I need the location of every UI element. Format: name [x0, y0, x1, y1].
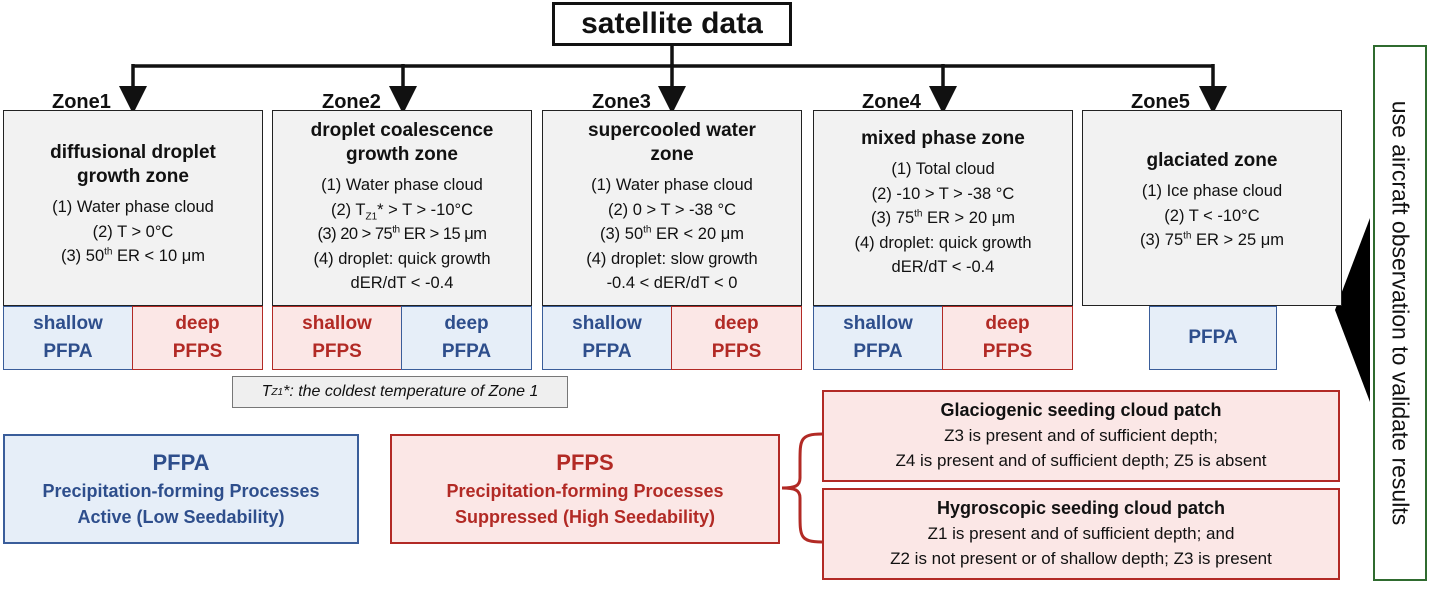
glaciogenic-patch-box: Glaciogenic seeding cloud patch Z3 is pr…	[822, 390, 1340, 482]
tag-line: shallow	[572, 313, 642, 334]
tag-line: PFPA	[1188, 327, 1238, 348]
zone3-criterion: -0.4 < dER/dT < 0	[606, 274, 738, 292]
zone1-title-line: growth zone	[77, 166, 189, 187]
satellite-data-label: satellite data	[581, 7, 763, 40]
zone5-criterion: (3) 75th ER > 25 μm	[1140, 230, 1284, 249]
aircraft-validation-box: use aircraft observation to validate res…	[1373, 45, 1427, 581]
left-arrow-icon	[1335, 218, 1370, 402]
pfps-legend: PFPS Precipitation-forming Processes Sup…	[390, 434, 780, 544]
zone2-box: droplet coalescence growth zone (1) Wate…	[272, 110, 532, 306]
zone3-title-line: supercooled water	[588, 120, 756, 141]
pfps-line: Precipitation-forming Processes	[446, 481, 724, 501]
zone2-criterion: (1) Water phase cloud	[321, 176, 483, 194]
zone5-title: glaciated zone	[1089, 149, 1335, 173]
tag-line: shallow	[302, 313, 372, 334]
zone3-box: supercooled water zone (1) Water phase c…	[542, 110, 802, 306]
tag-line: PFPS	[982, 341, 1033, 362]
pfpa-legend: PFPA Precipitation-forming Processes Act…	[3, 434, 359, 544]
zone2-label: Zone2	[322, 91, 381, 113]
zone5-tag: PFPA	[1149, 306, 1277, 370]
pfpa-line: Precipitation-forming Processes	[42, 481, 320, 501]
zone4-criterion: (1) Total cloud	[891, 160, 995, 178]
zone1-tag-deep: deep PFPS	[132, 306, 263, 370]
tag-line: deep	[175, 313, 220, 334]
zone4-criterion: (3) 75th ER > 20 μm	[871, 208, 1015, 227]
zone1-label: Zone1	[52, 91, 111, 113]
tag-line: deep	[714, 313, 759, 334]
tag-line: shallow	[843, 313, 913, 334]
tag-line: deep	[444, 313, 489, 334]
tag-line: deep	[985, 313, 1030, 334]
zone1-criterion: (2) T > 0°C	[92, 222, 174, 241]
zone4-criterion: (2) -10 > T > -38 °C	[871, 184, 1015, 203]
zone4-tag-deep: deep PFPS	[942, 306, 1073, 370]
zone4-criterion: (4) droplet: quick growth	[854, 233, 1032, 252]
hygroscopic-patch-box: Hygroscopic seeding cloud patch Z1 is pr…	[822, 488, 1340, 580]
patch-line: Z2 is not present or of shallow depth; Z…	[890, 549, 1272, 568]
zone2-title-line: droplet coalescence	[310, 120, 494, 141]
patch-line: Z4 is present and of sufficient depth; Z…	[895, 451, 1267, 470]
patch-line: Z3 is present and of sufficient depth;	[944, 426, 1218, 445]
aircraft-validation-label: use aircraft observation to validate res…	[1387, 100, 1414, 526]
zone1-tag-shallow: shallow PFPA	[3, 306, 133, 370]
zone3-title: supercooled water zone	[549, 119, 795, 167]
zone2-tag-shallow: shallow PFPS	[272, 306, 402, 370]
note-text: *: the coldest temperature of Zone 1	[283, 383, 539, 400]
zone3-criterion: (2) 0 > T > -38 °C	[608, 200, 736, 219]
zone4-tag-shallow: shallow PFPA	[813, 306, 943, 370]
pfps-line: Suppressed (High Seedability)	[454, 507, 716, 527]
zone3-title-line: zone	[650, 144, 694, 165]
zone2-title: droplet coalescence growth zone	[279, 119, 525, 167]
pfps-title: PFPS	[556, 450, 614, 475]
zone2-criterion: (4) droplet: quick growth	[313, 249, 491, 268]
zone5-box: glaciated zone (1) Ice phase cloud (2) T…	[1082, 110, 1342, 306]
zone2-criterion: dER/dT < -0.4	[350, 274, 454, 292]
zone1-title: diffusional droplet growth zone	[10, 141, 256, 189]
satellite-data-box: satellite data	[552, 2, 792, 46]
zone3-label: Zone3	[592, 91, 651, 113]
note-symbol: T	[261, 383, 272, 400]
tag-line: PFPA	[441, 341, 492, 362]
zone1-title-line: diffusional droplet	[50, 142, 216, 163]
zone1-criterion: (1) Water phase cloud	[52, 198, 214, 216]
tag-line: PFPA	[853, 341, 903, 362]
zone3-criterion: (4) droplet: slow growth	[586, 249, 758, 268]
patch-title: Glaciogenic seeding cloud patch	[940, 400, 1222, 420]
zone5-label: Zone5	[1131, 91, 1190, 113]
zone2-criterion: (3) 20 > 75th ER > 15 μm	[317, 224, 487, 243]
patch-line: Z1 is present and of sufficient depth; a…	[927, 524, 1235, 543]
zone2-title-line: growth zone	[346, 144, 458, 165]
pfpa-line: Active (Low Seedability)	[77, 507, 285, 527]
zone4-criterion: dER/dT < -0.4	[891, 258, 995, 276]
zone3-tag-shallow: shallow PFPA	[542, 306, 672, 370]
zone5-title-line: glaciated zone	[1146, 150, 1278, 171]
bracket-curly	[781, 432, 823, 544]
tag-line: PFPS	[312, 341, 362, 362]
zone5-criterion: (1) Ice phase cloud	[1141, 182, 1283, 200]
pfpa-title: PFPA	[152, 450, 210, 475]
zone4-title: mixed phase zone	[820, 127, 1066, 151]
tag-line: PFPA	[582, 341, 632, 362]
zone3-criterion: (3) 50th ER < 20 μm	[600, 224, 744, 243]
tag-line: PFPS	[711, 341, 762, 362]
zone1-criterion: (3) 50th ER < 10 μm	[61, 246, 205, 265]
tag-line: PFPS	[172, 341, 223, 362]
zone4-label: Zone4	[862, 91, 921, 113]
zone2-tag-deep: deep PFPA	[401, 306, 532, 370]
tag-line: shallow	[33, 313, 103, 334]
zone4-box: mixed phase zone (1) Total cloud (2) -10…	[813, 110, 1073, 306]
zone4-title-line: mixed phase zone	[861, 128, 1025, 149]
note-subscript: Z1	[271, 386, 284, 398]
zone5-criterion: (2) T < -10°C	[1164, 206, 1260, 225]
patch-title: Hygroscopic seeding cloud patch	[936, 498, 1226, 518]
tag-line: PFPA	[43, 341, 93, 362]
zone3-tag-deep: deep PFPS	[671, 306, 802, 370]
zone3-criterion: (1) Water phase cloud	[591, 176, 753, 194]
zone1-box: diffusional droplet growth zone (1) Wate…	[3, 110, 263, 306]
zone2-criterion: (2) TZ1* > T > -10°C	[330, 200, 474, 222]
